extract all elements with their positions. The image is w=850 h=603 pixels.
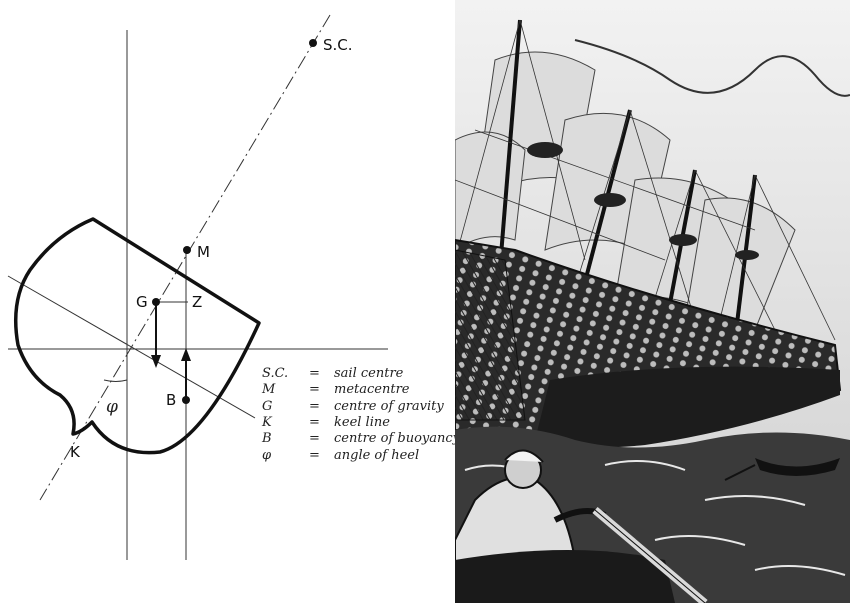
legend-equals: = — [309, 448, 320, 463]
sail-centre-point — [309, 39, 317, 47]
gravity-centre-label: G — [136, 293, 148, 311]
legend-symbol: φ — [262, 448, 272, 463]
sail-centre-label: S.C. — [323, 36, 353, 54]
gravity-arrowhead — [151, 355, 161, 368]
legend-equals: = — [309, 366, 320, 381]
legend-symbol: G — [262, 399, 272, 414]
foreground-boat — [455, 550, 675, 603]
heel-angle-arc — [103, 379, 128, 382]
legend: S.C. = sail centre M = metacentre G = ce… — [261, 366, 455, 463]
stability-diagram: S.C. M G Z B K φ S.C. = sail centre M = … — [7, 14, 455, 560]
legend-description: metacentre — [334, 382, 410, 397]
legend-description: centre of buoyancy — [334, 431, 455, 446]
hull-cross-section — [14, 217, 261, 455]
heel-angle-symbol: φ — [106, 397, 118, 417]
metacentre-point — [183, 246, 191, 254]
pennant — [574, 39, 850, 97]
metacentre-label: M — [197, 243, 210, 261]
keel-label: K — [70, 443, 81, 461]
legend-symbol: M — [261, 382, 276, 397]
buoyancy-centre-label: B — [166, 391, 176, 409]
legend-equals: = — [309, 431, 320, 446]
legend-symbol: K — [261, 415, 273, 430]
stern-gallery — [455, 249, 526, 421]
gravity-centre-point — [152, 298, 160, 306]
z-point-label: Z — [192, 293, 202, 311]
legend-symbol: S.C. — [262, 366, 288, 381]
legend-description: keel line — [334, 415, 390, 430]
hull-lower-planking — [535, 366, 840, 448]
buoyancy-centre-point — [182, 396, 190, 404]
distant-rowboat — [755, 458, 840, 476]
buoyancy-arrowhead — [181, 348, 191, 361]
foreground-oar-edge — [594, 509, 706, 603]
legend-description: angle of heel — [334, 448, 419, 463]
legend-equals: = — [309, 382, 320, 397]
legend-equals: = — [309, 415, 320, 430]
legend-equals: = — [309, 399, 320, 414]
heeling-ship-illustration — [455, 0, 850, 603]
legend-description: centre of gravity — [334, 399, 444, 414]
fighting-tops — [527, 142, 759, 260]
legend-description: sail centre — [334, 366, 404, 381]
heeled-centreline — [39, 14, 331, 501]
legend-symbol: B — [261, 431, 272, 446]
distant-oar — [724, 464, 756, 481]
